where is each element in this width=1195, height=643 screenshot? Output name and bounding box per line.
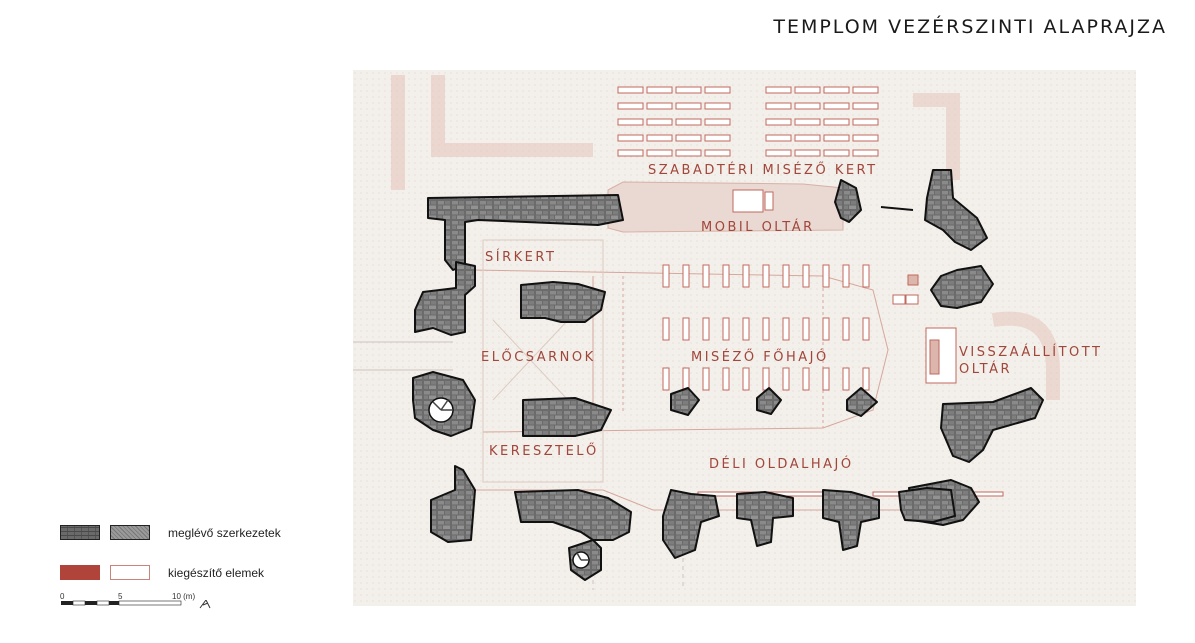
legend-swatch-stone-dark: [60, 525, 100, 540]
legend-added-label: kiegészítő elemek: [168, 565, 265, 580]
legend-swatch-stone-light: [110, 525, 150, 540]
altar-step-a: [892, 294, 906, 305]
spiral-stair-north: [428, 397, 454, 423]
legend-added: kiegészítő elemek: [60, 565, 264, 580]
label-south-aisle: DÉLI OLDALHAJÓ: [709, 457, 854, 472]
floor-plan-drawing: [353, 70, 1136, 606]
label-baptistery: KERESZTELŐ: [489, 444, 599, 459]
label-garden: SZABADTÉRI MISÉZŐ KERT: [648, 163, 878, 178]
mobile-altar-side: [764, 191, 774, 211]
legend-swatch-white: [110, 565, 150, 580]
interior-lines: [353, 239, 973, 590]
historic-outline: [391, 75, 1060, 400]
mobile-altar-table: [732, 189, 764, 213]
garden-benches: [617, 86, 879, 157]
scale-graphic: [61, 600, 211, 609]
existing-walls: [412, 169, 1044, 581]
label-restored-altar-2: OLTÁR: [959, 362, 1013, 377]
legend-existing-label: meglévő szerkezetek: [168, 525, 281, 540]
label-mobile-altar: MOBIL OLTÁR: [701, 220, 815, 235]
spiral-stair-south: [572, 551, 590, 569]
label-vestibule: ELŐCSARNOK: [481, 350, 596, 365]
north-arrow-icon: [199, 600, 211, 609]
legend-swatch-red: [60, 565, 100, 580]
scale-bar: 0 5 10 (m): [60, 592, 211, 612]
legend-existing: meglévő szerkezetek: [60, 525, 281, 540]
altar-step-b: [905, 294, 919, 305]
restored-altar-block: [929, 339, 940, 375]
label-restored-altar-1: VISSZAÁLLÍTOTT: [959, 345, 1103, 360]
scale-zero: 0: [60, 592, 65, 601]
label-cemetery: SÍRKERT: [485, 250, 557, 265]
drawing-title: TEMPLOM VEZÉRSZINTI ALAPRAJZA: [773, 16, 1167, 38]
scale-five: 5: [118, 592, 123, 601]
scale-ten: 10 (m): [172, 592, 196, 601]
gate-line: [880, 206, 914, 211]
altar-marker: [907, 274, 919, 286]
label-nave: MISÉZŐ FŐHAJÓ: [691, 350, 829, 365]
floor-plan: SZABADTÉRI MISÉZŐ KERT MOBIL OLTÁR SÍRKE…: [353, 70, 1136, 606]
